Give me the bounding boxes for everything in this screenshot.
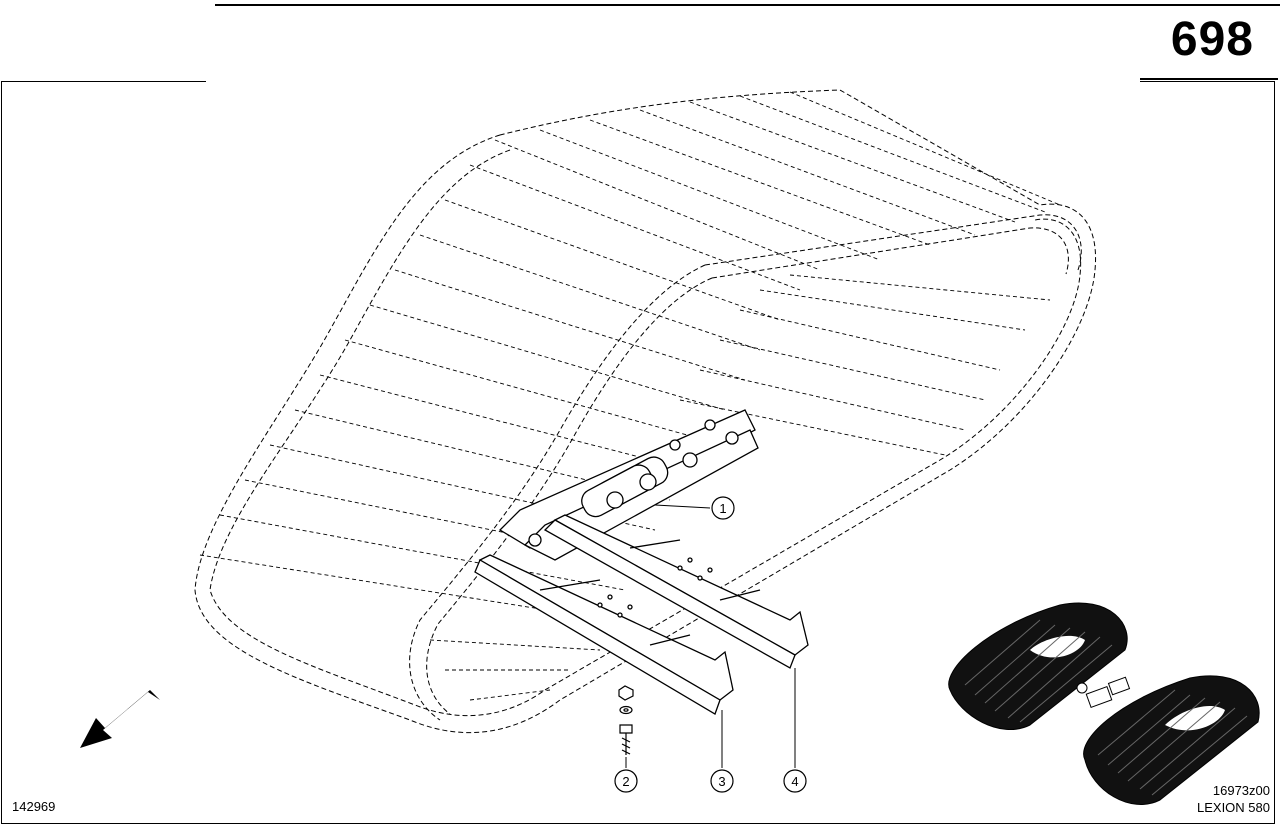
track-shoe-rear [543, 514, 809, 669]
callout-2-label: 2 [622, 774, 629, 789]
figure-code: 16973z00 [1212, 783, 1270, 798]
callout-3-label: 3 [718, 774, 725, 789]
leader-lines [625, 504, 796, 768]
model-name: LEXION 580 [1197, 800, 1270, 815]
page-number-rule [1140, 78, 1278, 80]
direction-arrow-icon [80, 690, 160, 748]
locator-axle [1076, 676, 1131, 708]
tracked-undercarriage-locator-icon [948, 602, 1260, 805]
track-chain [498, 409, 759, 561]
callout-1-label: 1 [719, 501, 726, 516]
locator-track-right [1083, 675, 1260, 805]
top-rule [215, 4, 1280, 6]
figure-reference: 16973z00 LEXION 580 [1197, 782, 1270, 816]
track-shoe-front [474, 554, 734, 715]
fastener-set [618, 685, 634, 755]
callout-2: 2 [614, 769, 638, 793]
callout-3: 3 [710, 769, 734, 793]
drawing-number: 142969 [12, 799, 56, 814]
frame-gap [206, 78, 1140, 84]
page-number: 698 [1170, 13, 1254, 66]
track-cleats [199, 91, 1061, 701]
locator-track-left [948, 602, 1128, 730]
callout-1: 1 [711, 496, 735, 520]
callout-4: 4 [783, 769, 807, 793]
track-belt-outline [194, 89, 1097, 734]
callout-4-label: 4 [791, 774, 798, 789]
